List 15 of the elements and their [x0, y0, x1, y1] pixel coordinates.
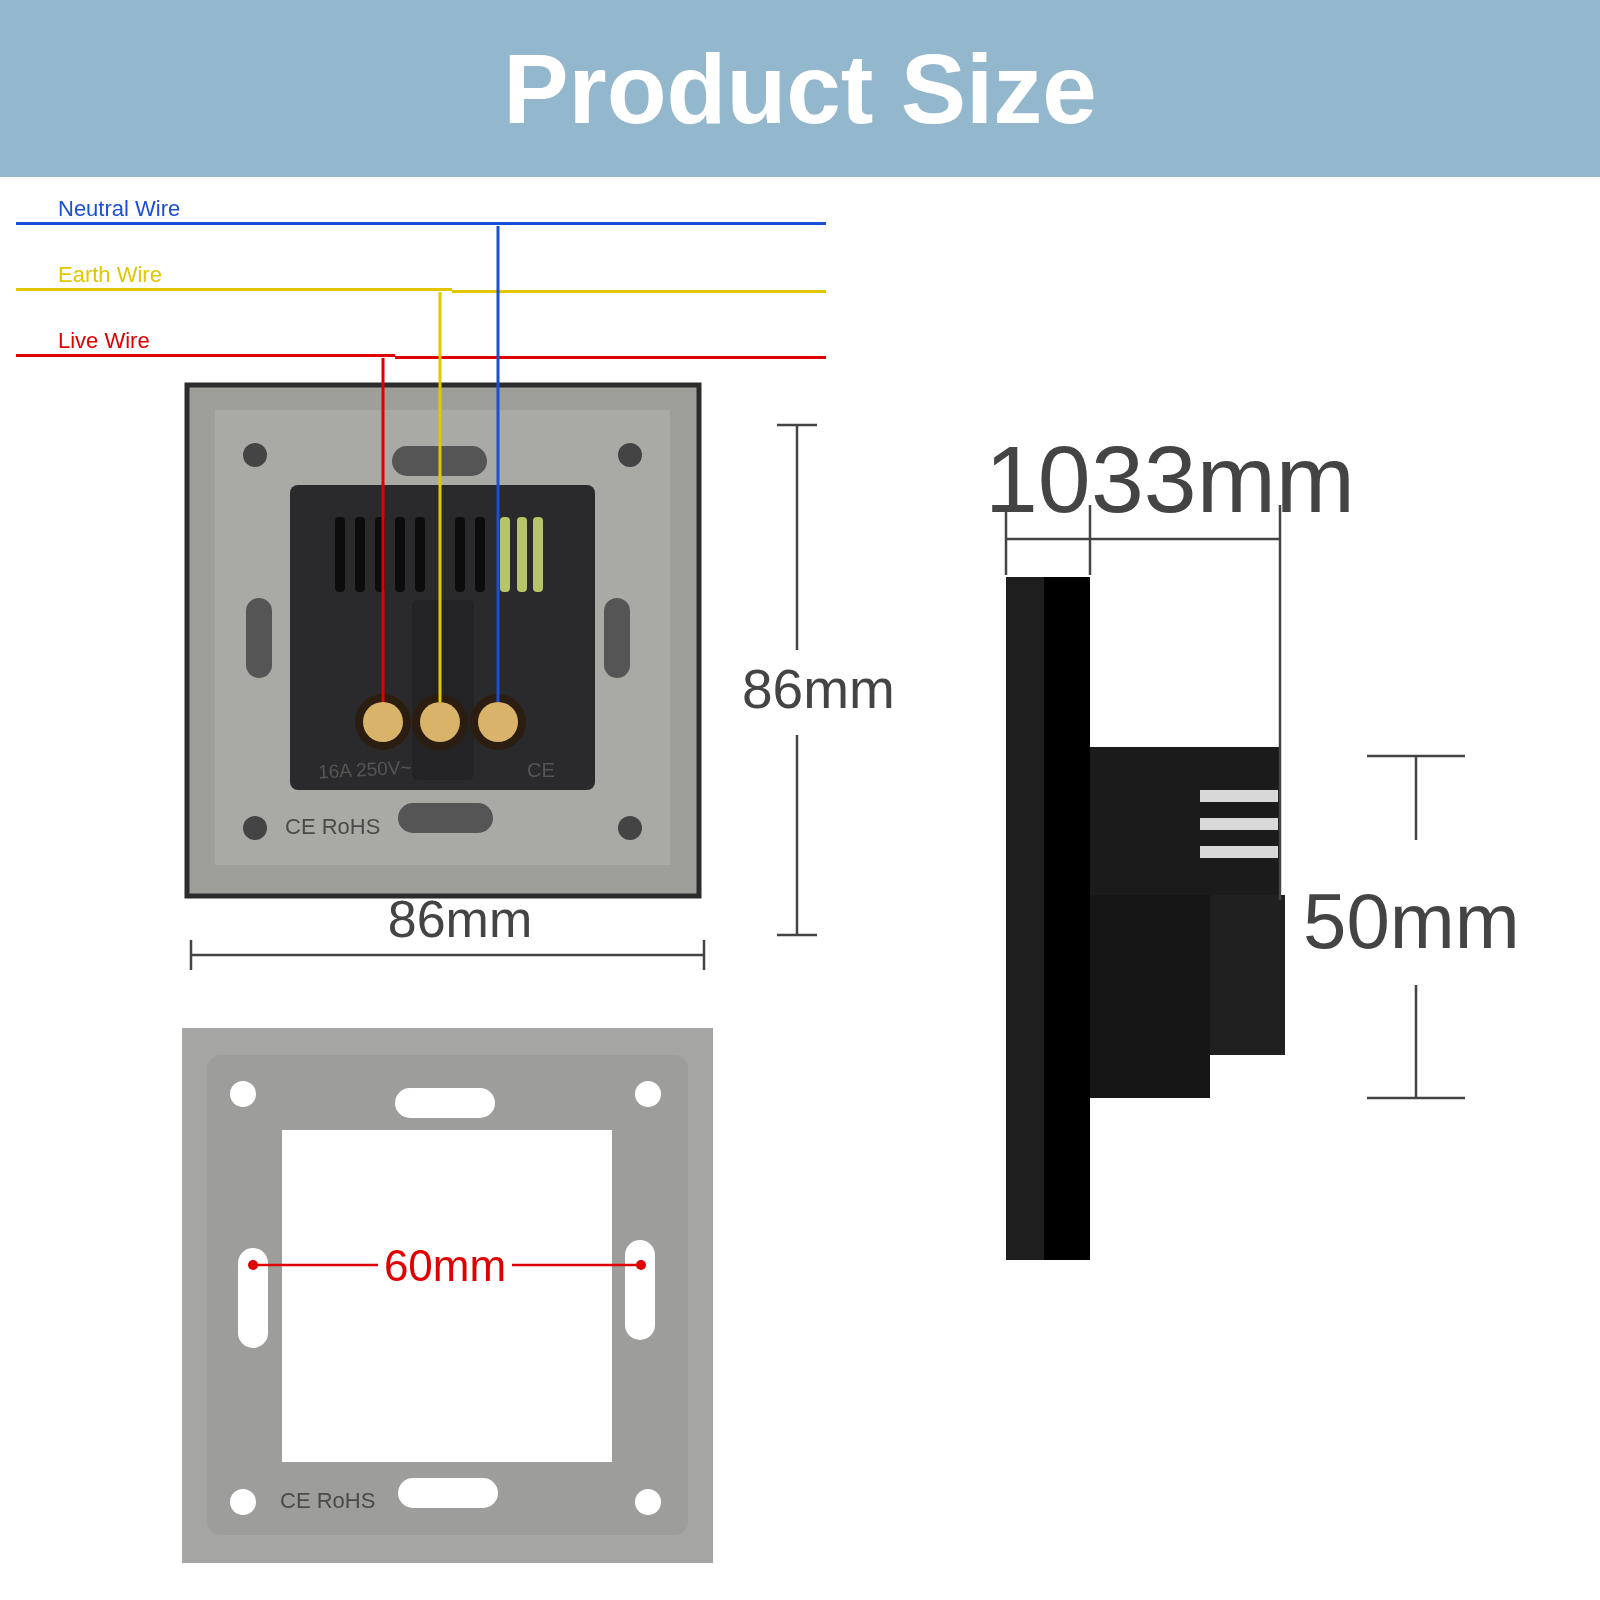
dimension-label: 86mm — [387, 893, 533, 945]
dimension-label: 50mm — [1303, 882, 1520, 960]
dimension-label: 10 — [985, 432, 1091, 527]
wire-label: Neutral Wire — [58, 196, 181, 222]
marking-text: CE RoHS — [280, 1490, 376, 1512]
marking-text: CE RoHS — [285, 816, 381, 838]
wire-label: Live Wire — [58, 328, 150, 354]
dimension-label: 60mm — [383, 1244, 507, 1288]
dimension-label: 33mm — [1091, 432, 1355, 527]
wire-label: Earth Wire — [58, 262, 162, 288]
wire — [438, 292, 442, 702]
title: Product Size — [503, 40, 1097, 138]
dimension-label: 86mm — [742, 662, 895, 717]
wire — [381, 358, 385, 702]
wire — [496, 226, 500, 702]
